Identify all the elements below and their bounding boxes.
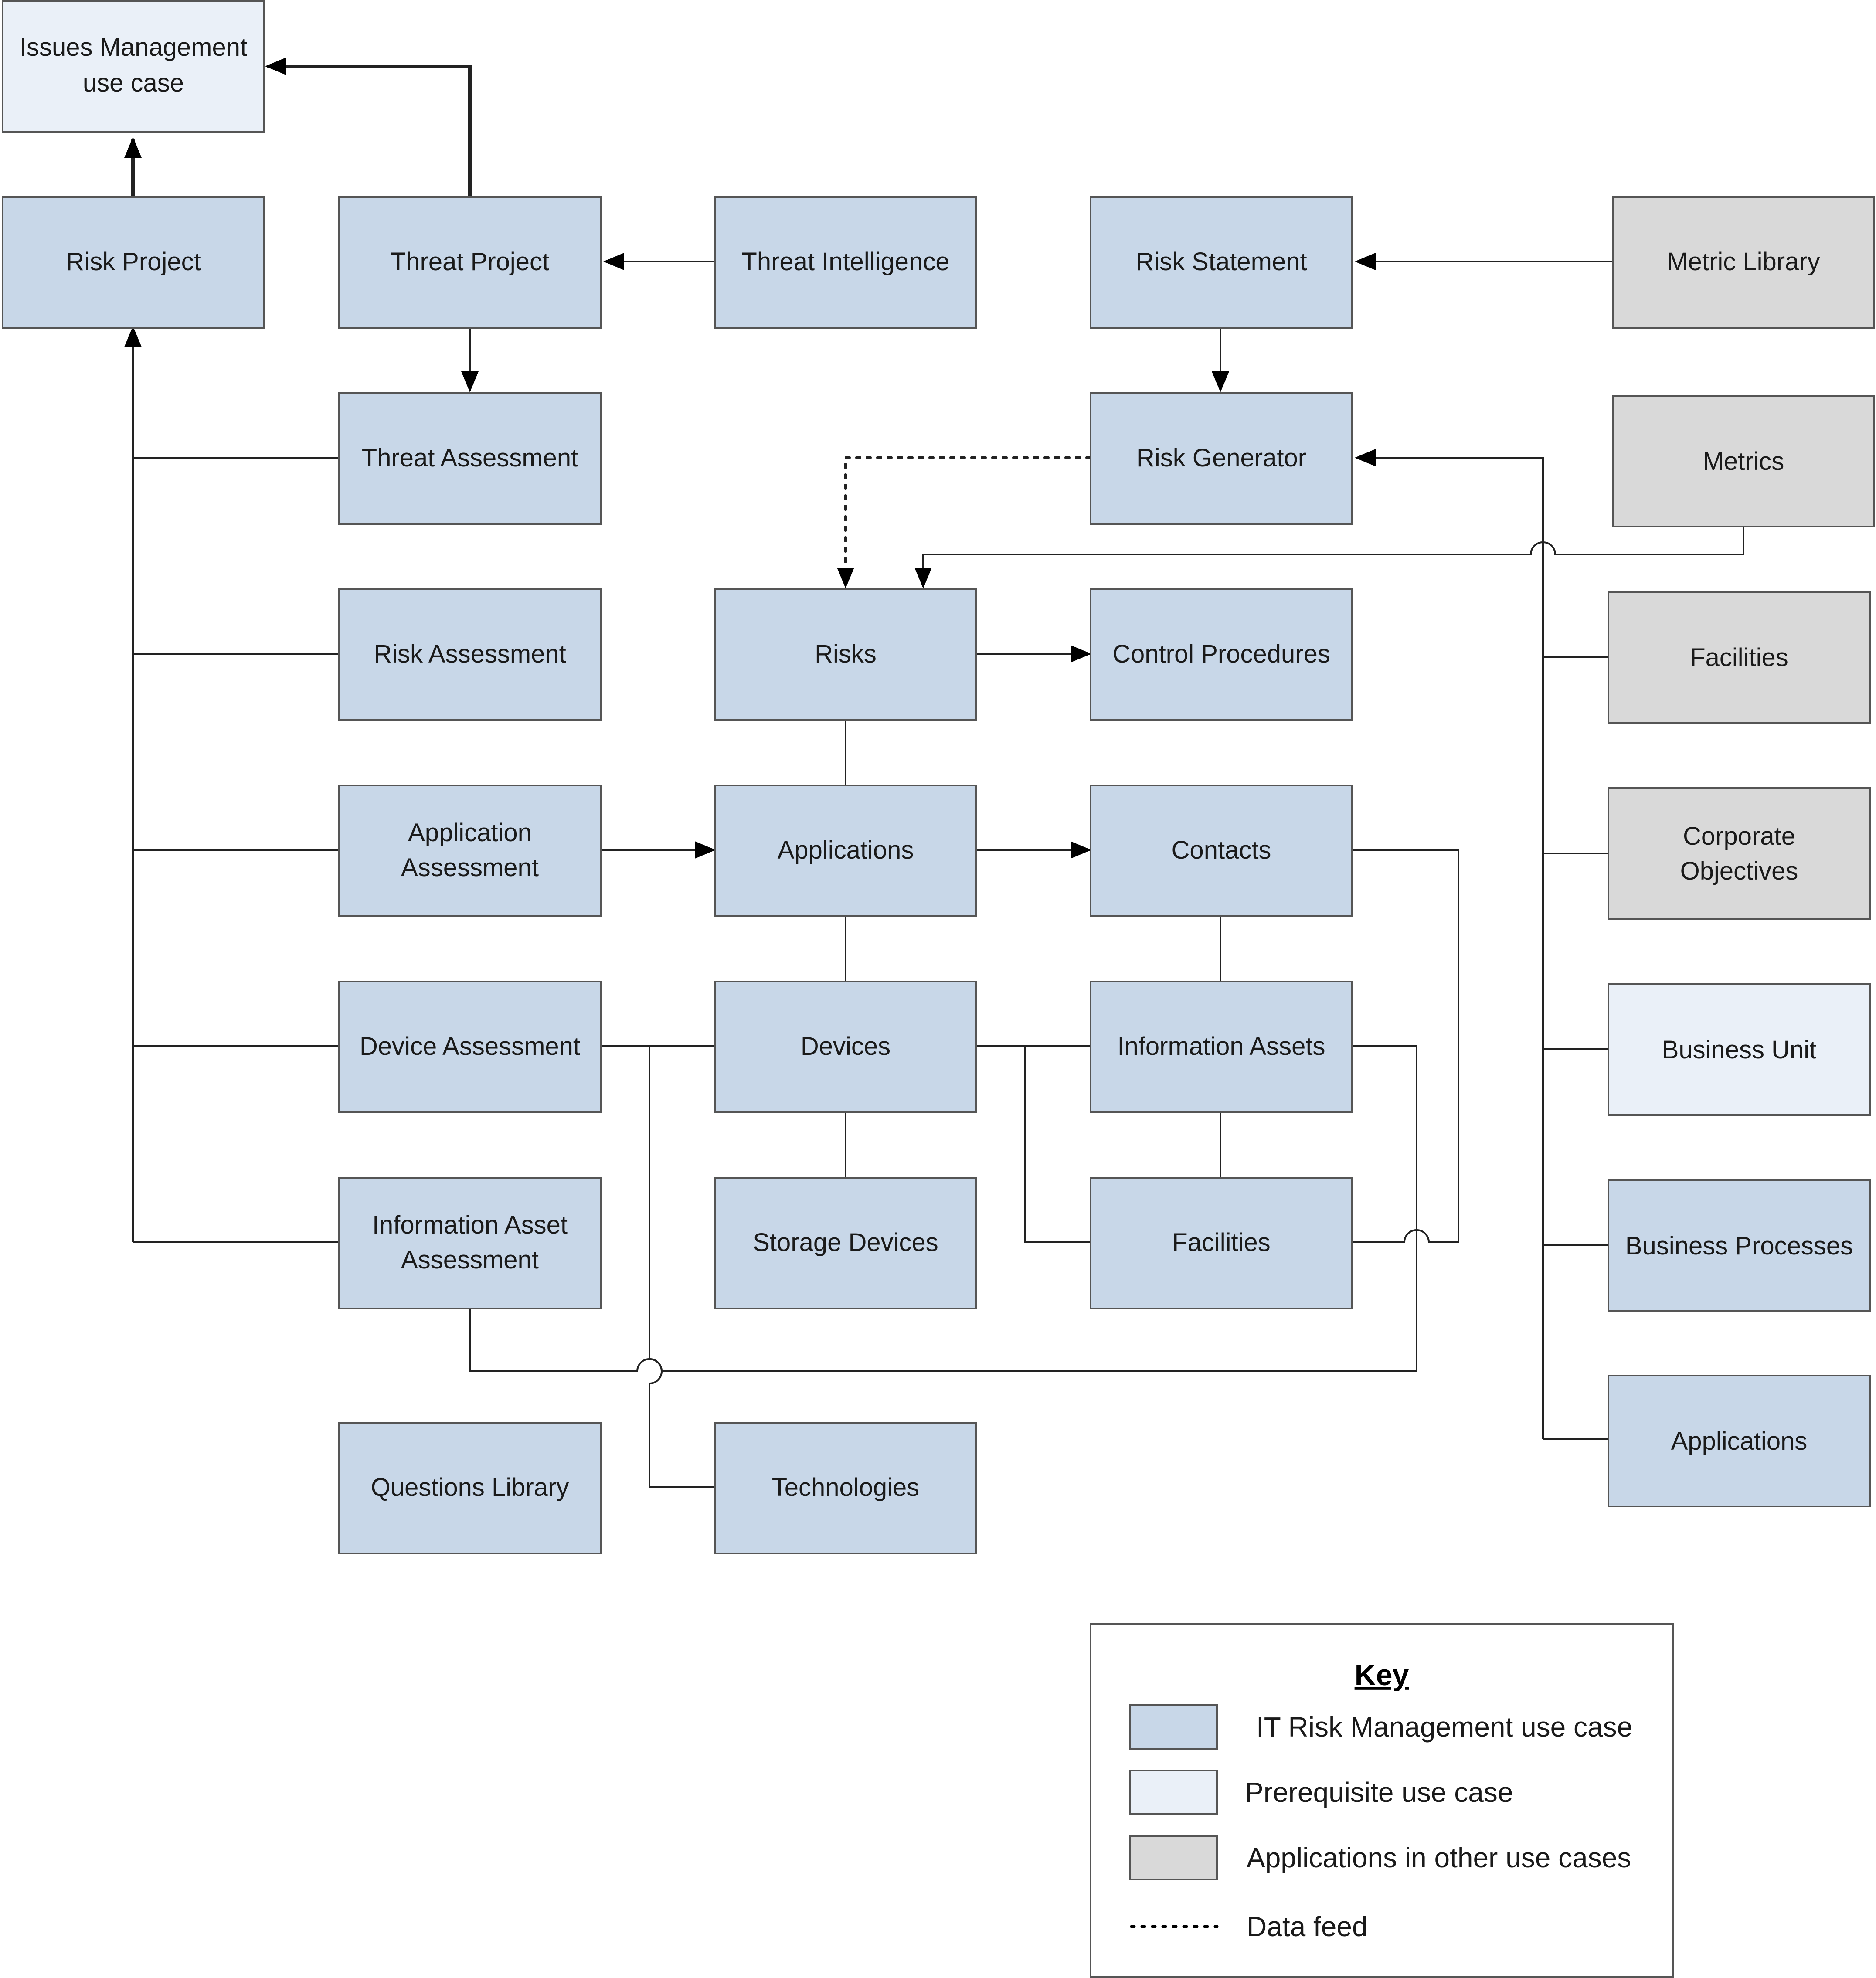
node-information-assets[interactable]: Information Assets bbox=[1090, 981, 1353, 1113]
node-facilities[interactable]: Facilities bbox=[1090, 1177, 1353, 1309]
svg-text:Metric Library: Metric Library bbox=[1667, 248, 1820, 276]
node-threat-assessment[interactable]: Threat Assessment bbox=[338, 392, 602, 525]
svg-text:Risk Generator: Risk Generator bbox=[1136, 444, 1306, 472]
legend-label-it-risk: IT Risk Management use case bbox=[1256, 1711, 1632, 1743]
svg-text:Questions Library: Questions Library bbox=[371, 1473, 569, 1502]
svg-text:Business Processes: Business Processes bbox=[1625, 1232, 1853, 1260]
svg-text:Device Assessment: Device Assessment bbox=[360, 1032, 580, 1060]
node-storage-devices[interactable]: Storage Devices bbox=[714, 1177, 977, 1309]
node-threat-intelligence[interactable]: Threat Intelligence bbox=[714, 196, 977, 329]
connector-technologies-branch bbox=[649, 1046, 714, 1488]
connectors bbox=[124, 58, 1744, 1488]
svg-text:Facilities: Facilities bbox=[1690, 643, 1788, 672]
svg-text:Control Procedures: Control Procedures bbox=[1112, 640, 1330, 668]
legend-title: Key bbox=[1355, 1659, 1409, 1692]
svg-text:Storage Devices: Storage Devices bbox=[753, 1228, 938, 1257]
svg-text:Risk Project: Risk Project bbox=[66, 248, 201, 276]
connector-risk-generator-to-risks-datafeed bbox=[837, 456, 1091, 588]
legend-swatch-other bbox=[1129, 1835, 1218, 1880]
svg-text:Risk Assessment: Risk Assessment bbox=[374, 640, 566, 668]
legend-swatch-it-risk bbox=[1129, 1704, 1218, 1750]
svg-text:Information Assets: Information Assets bbox=[1117, 1032, 1325, 1060]
legend: Key IT Risk Management use case Prerequi… bbox=[1090, 1623, 1674, 1978]
svg-text:Facilities: Facilities bbox=[1172, 1228, 1271, 1257]
legend-label-datafeed: Data feed bbox=[1247, 1911, 1368, 1942]
node-control-procedures[interactable]: Control Procedures bbox=[1090, 588, 1353, 721]
node-risk-generator[interactable]: Risk Generator bbox=[1090, 392, 1353, 525]
svg-text:Business Unit: Business Unit bbox=[1662, 1036, 1817, 1064]
node-device-assessment[interactable]: Device Assessment bbox=[338, 981, 602, 1113]
svg-text:Threat Assessment: Threat Assessment bbox=[362, 444, 578, 472]
node-business-unit[interactable]: Business Unit bbox=[1608, 983, 1871, 1116]
node-risk-statement[interactable]: Risk Statement bbox=[1090, 196, 1353, 329]
connector-metrics-to-risks bbox=[914, 527, 1744, 588]
connector-contacts-facilities bbox=[1352, 849, 1459, 1243]
node-risk-assessment[interactable]: Risk Assessment bbox=[338, 588, 602, 721]
legend-swatch-prerequisite bbox=[1129, 1770, 1218, 1815]
node-business-processes[interactable]: Business Processes bbox=[1608, 1179, 1871, 1312]
legend-label-other: Applications in other use cases bbox=[1247, 1842, 1631, 1873]
svg-text:Risks: Risks bbox=[815, 640, 877, 668]
svg-text:Applications: Applications bbox=[1671, 1427, 1808, 1455]
node-applications-right[interactable]: Applications bbox=[1608, 1375, 1871, 1507]
node-devices[interactable]: Devices bbox=[714, 981, 977, 1113]
svg-text:Threat Project: Threat Project bbox=[391, 248, 549, 276]
svg-text:Contacts: Contacts bbox=[1172, 836, 1271, 864]
node-technologies[interactable]: Technologies bbox=[714, 1422, 977, 1554]
node-metrics[interactable]: Metrics bbox=[1612, 395, 1875, 527]
node-threat-project[interactable]: Threat Project bbox=[338, 196, 602, 329]
node-questions-library[interactable]: Questions Library bbox=[338, 1422, 602, 1554]
svg-text:Devices: Devices bbox=[801, 1032, 890, 1060]
node-contacts[interactable]: Contacts bbox=[1090, 785, 1353, 917]
node-applications[interactable]: Applications bbox=[714, 785, 977, 917]
node-risks[interactable]: Risks bbox=[714, 588, 977, 721]
svg-text:Metrics: Metrics bbox=[1703, 447, 1784, 476]
connector-facilities-branch bbox=[1024, 1046, 1090, 1243]
connector-right-bus bbox=[1355, 449, 1544, 1439]
connector-info-assets-iaa bbox=[469, 1045, 1417, 1372]
svg-text:Applications: Applications bbox=[778, 836, 914, 864]
svg-text:Risk Statement: Risk Statement bbox=[1135, 248, 1307, 276]
node-facilities-other[interactable]: Facilities bbox=[1608, 591, 1871, 724]
node-metric-library[interactable]: Metric Library bbox=[1612, 196, 1875, 329]
node-risk-project[interactable]: Risk Project bbox=[2, 196, 265, 329]
svg-text:Threat Intelligence: Threat Intelligence bbox=[741, 248, 949, 276]
legend-label-prerequisite: Prerequisite use case bbox=[1245, 1777, 1513, 1808]
connector-threat-project-to-issues bbox=[265, 58, 472, 196]
svg-text:Technologies: Technologies bbox=[772, 1473, 920, 1502]
